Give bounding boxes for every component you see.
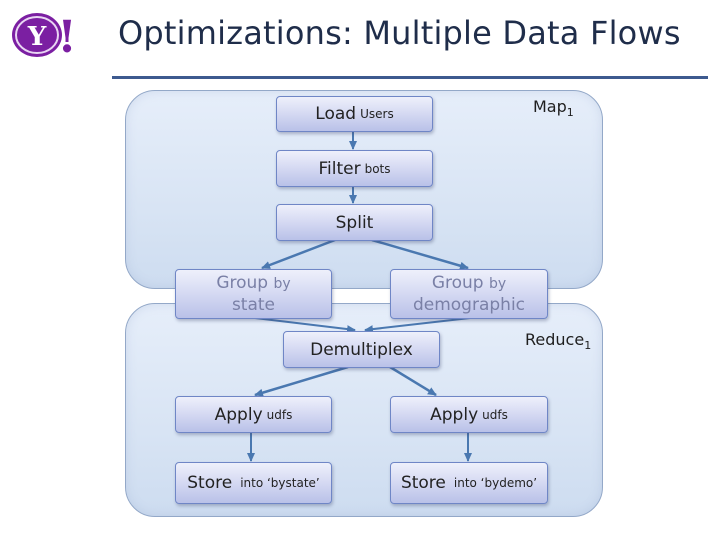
node-group-by-state: Group by state — [175, 269, 332, 319]
node-split: Split — [276, 204, 433, 241]
edge-demux-applyleft — [254, 365, 349, 397]
edge-demux-applyright — [389, 365, 437, 397]
node-demultiplex: Demultiplex — [283, 331, 440, 368]
reduce-label: Reduce1 — [525, 330, 592, 353]
svg-text:!: ! — [57, 12, 76, 62]
title-rule — [112, 76, 708, 79]
edge-split-groupstate — [261, 238, 336, 270]
edge-split-groupdemo — [371, 238, 469, 270]
yahoo-logo: Y ! — [12, 12, 76, 62]
svg-text:Y: Y — [27, 22, 47, 52]
map-label: Map1 — [533, 97, 574, 120]
node-group-by-demographic: Group by demographic — [390, 269, 548, 319]
slide-title: Optimizations: Multiple Data Flows — [118, 14, 681, 52]
edge-groupstate-demux — [254, 317, 356, 334]
edge-groupdemo-demux — [364, 317, 471, 334]
